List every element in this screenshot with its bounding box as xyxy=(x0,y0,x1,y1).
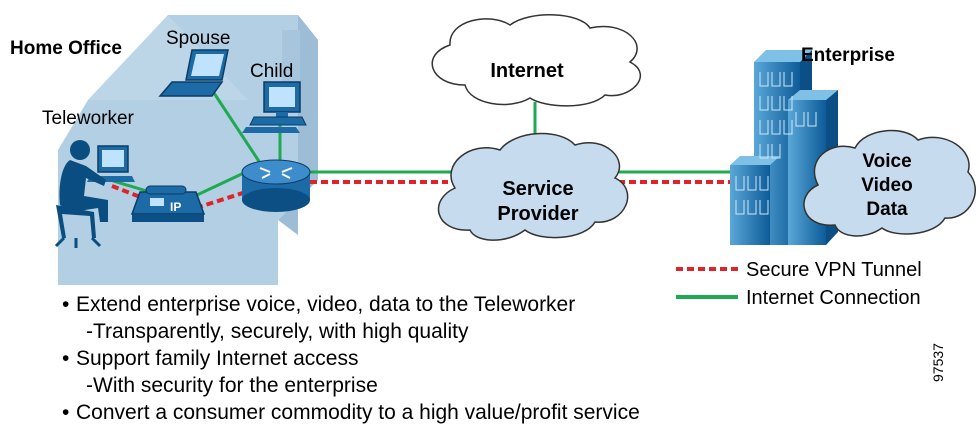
legend-vpn-label: Secure VPN Tunnel xyxy=(746,259,922,281)
spouse-label: Spouse xyxy=(166,28,230,49)
service-provider-cloud xyxy=(437,132,629,241)
sub-bullet-item: -Transparently, securely, with high qual… xyxy=(86,320,469,343)
data-label: Data xyxy=(866,199,908,220)
laptop-icon xyxy=(158,49,229,97)
bullet-item: Convert a consumer commodity to a high v… xyxy=(62,399,782,426)
service-provider-label-line1: Service xyxy=(502,178,573,200)
router-icon xyxy=(241,159,311,212)
bullet-item: Support family Internet access xyxy=(62,345,782,372)
internet-label: Internet xyxy=(490,60,564,82)
enterprise-label: Enterprise xyxy=(801,45,895,66)
child-label: Child xyxy=(250,61,293,82)
sub-bullet-item: -With security for the enterprise xyxy=(86,374,378,397)
voice-video-data-cloud xyxy=(803,129,976,237)
vpn-tunnel xyxy=(111,180,740,210)
legend-internet-label: Internet Connection xyxy=(746,287,921,309)
teleworker-person-icon xyxy=(54,140,108,248)
ip-phone-label: IP xyxy=(170,200,181,214)
home-office-label: Home Office xyxy=(10,38,122,59)
internet-cloud xyxy=(431,14,642,107)
service-provider-label-line2: Provider xyxy=(497,203,578,225)
bullet-item: Extend enterprise voice, video, data to … xyxy=(62,291,782,318)
child-desktop-icon xyxy=(242,81,307,133)
ip-phone-icon: IP xyxy=(130,185,206,222)
video-label: Video xyxy=(861,175,912,196)
voice-label: Voice xyxy=(862,151,911,172)
figure-id: 97537 xyxy=(930,343,946,382)
bullet-list: Extend enterprise voice, video, data to … xyxy=(62,291,782,426)
teleworker-label: Teleworker xyxy=(42,108,135,129)
